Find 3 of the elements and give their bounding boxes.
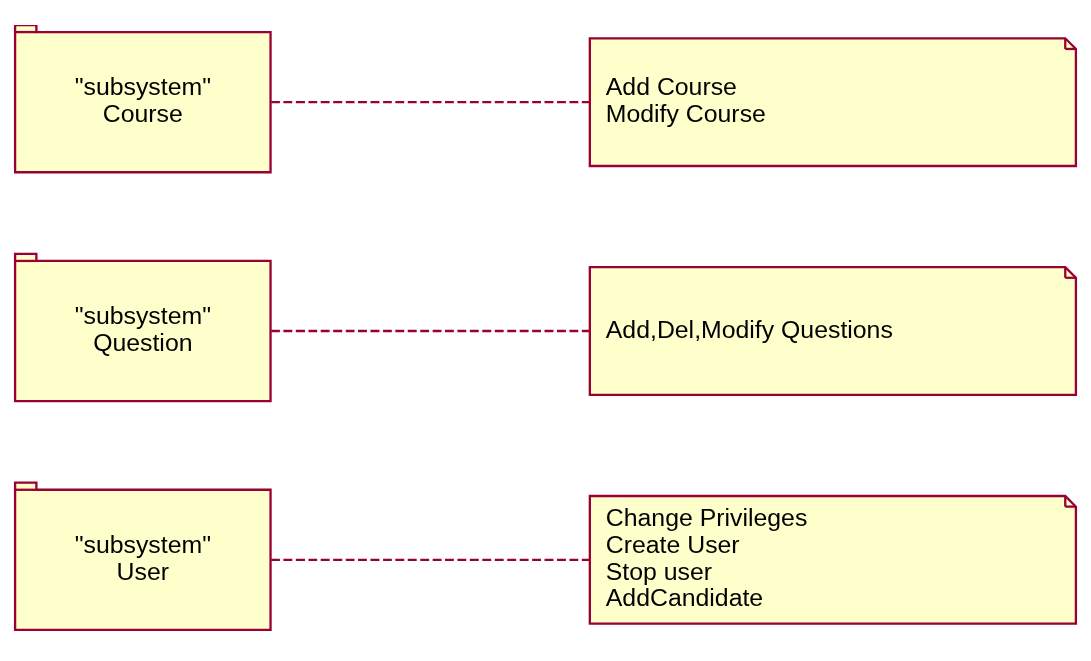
connector	[271, 558, 590, 561]
connector	[271, 100, 590, 103]
connector	[271, 329, 590, 332]
